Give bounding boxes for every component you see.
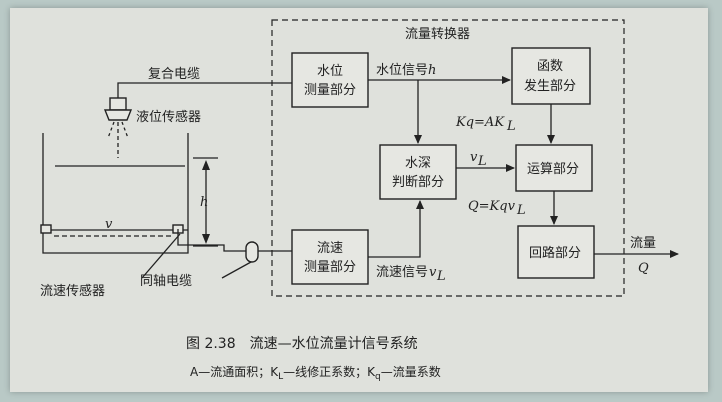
svg-text:回路部分: 回路部分 [529,245,581,261]
svg-text:发生部分: 发生部分 [524,78,576,94]
svg-text:L: L [436,269,446,284]
velocity-mark: v [105,217,113,232]
compute-block: 运算部分 [515,144,593,192]
level-signal-label: 水位信号 [376,63,428,78]
svg-text:测量部分: 测量部分 [304,83,356,98]
svg-text:A—流通面积；KL—线修正系数；Kq—流量系数: A—流通面积；KL—线修正系数；Kq—流量系数 [190,364,441,382]
svg-text:L: L [506,119,516,134]
loop-block: 回路部分 [517,225,595,279]
function-generator-block: 函数 发生部分 [511,47,591,105]
depth-judge-block: 水深 判断部分 [379,144,457,200]
svg-text:运算部分: 运算部分 [527,162,579,177]
level-sensor-label: 液位传感器 [136,109,201,125]
height-dimension: h [193,157,218,247]
level-sensor-icon [103,97,133,158]
flow-signal-arrow [368,200,424,258]
flow-sensor-label: 流速传感器 [40,283,105,299]
output-label: 流量 [630,236,656,251]
converter-frame [271,19,625,297]
flow-signal-label: 流速信号 [376,265,428,280]
svg-text:L: L [477,154,487,169]
water-tank: v [40,133,189,254]
svg-text:Q: Q [638,261,649,276]
svg-text:水位: 水位 [317,64,343,79]
svg-text:v: v [429,265,437,280]
svg-text:测量部分: 测量部分 [304,260,356,275]
coax-cable-label: 同轴电缆 [140,273,192,289]
figure-legend: A—流通面积；KL—线修正系数；Kq—流量系数 [190,364,441,382]
level-measure-block: 水位 测量部分 [291,52,369,108]
figure-caption: 图 2.38 流速—水位流量计信号系统 [186,336,418,352]
flow-measure-block: 流速 测量部分 [291,229,369,285]
vl-label: v [470,150,478,165]
converter-title: 流量转换器 [405,27,470,42]
coax-connector [245,241,259,263]
svg-text:判断部分: 判断部分 [392,175,444,190]
height-mark: h [200,195,208,210]
diagram-page: 流量转换器 v h 液位传感器 复合电缆 流速传感器 同轴电缆 水位 [10,8,708,392]
svg-text:流速: 流速 [317,241,343,256]
coax-cable [177,229,292,252]
svg-text:L: L [516,203,526,218]
flow-meter-diagram: 流量转换器 v h 液位传感器 复合电缆 流速传感器 同轴电缆 水位 [40,19,679,382]
q-formula: Q=Kqv [468,199,516,214]
svg-text:函数: 函数 [537,59,563,74]
svg-text:水深: 水深 [405,156,431,171]
svg-text:h: h [428,63,436,78]
composite-cable [117,82,292,98]
kq-formula: Kq=AK [455,115,505,130]
composite-cable-label: 复合电缆 [148,66,200,82]
